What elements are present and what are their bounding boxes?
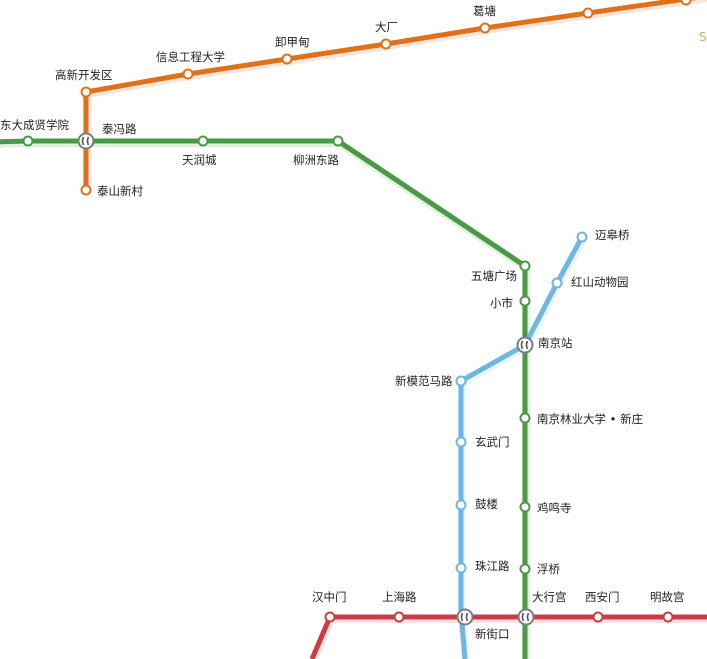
label-linye: 南京林业大学 • 新庄 — [537, 412, 643, 426]
station-dachang[interactable] — [380, 38, 392, 50]
station-maigao[interactable] — [576, 231, 588, 243]
label-taishan: 泰山新村 — [97, 184, 143, 198]
label-daxinggong: 大行宫 — [532, 590, 567, 604]
label-xiejiadian: 卸甲甸 — [275, 35, 310, 49]
station-gaoxin[interactable] — [80, 86, 92, 98]
label-xiaoshi: 小市 — [490, 296, 513, 310]
station-xuanwumen[interactable] — [455, 436, 467, 448]
label-xinjiekou: 新街口 — [475, 627, 510, 641]
label-maigao: 迈皋桥 — [595, 228, 630, 242]
label-jiming: 鸡鸣寺 — [537, 501, 572, 515]
label-shanghailu: 上海路 — [382, 590, 417, 604]
station-getang[interactable] — [479, 22, 491, 34]
station-xinxi[interactable] — [182, 68, 194, 80]
edge-hint-text: S — [699, 30, 707, 44]
station-xiejiadian[interactable] — [281, 53, 293, 65]
label-getang: 葛塘 — [473, 4, 496, 18]
label-xinxi: 信息工程大学 — [156, 50, 225, 64]
station-taishan[interactable] — [80, 184, 92, 196]
label-xianmen: 西安门 — [585, 590, 620, 604]
label-nanjingzhan: 南京站 — [538, 336, 573, 350]
interchange-icon[interactable] — [516, 336, 534, 354]
stations — [22, 0, 692, 623]
station-xianmen[interactable] — [592, 611, 604, 623]
label-tianrun: 天润城 — [182, 153, 217, 167]
label-hanzhongmen: 汉中门 — [312, 590, 347, 604]
label-hongshan: 红山动物园 — [571, 275, 629, 289]
label-xinmo: 新模范马路 — [395, 374, 453, 388]
label-fuqiao: 浮桥 — [537, 562, 560, 576]
interchange-icon[interactable] — [456, 608, 474, 626]
station-hongshan[interactable] — [551, 277, 563, 289]
label-liuzhou: 柳洲东路 — [293, 153, 339, 167]
station-unnamed-2[interactable] — [680, 0, 692, 6]
label-zhujiang: 珠江路 — [475, 559, 510, 573]
station-dongda[interactable] — [22, 135, 34, 147]
station-zhujiang[interactable] — [455, 562, 467, 574]
station-jiming[interactable] — [519, 501, 531, 513]
interchanges — [77, 132, 535, 626]
station-gulou[interactable] — [455, 499, 467, 511]
station-minggugong[interactable] — [662, 611, 674, 623]
line-red — [309, 614, 707, 659]
label-minggugong: 明故宫 — [650, 590, 685, 604]
label-gulou: 鼓楼 — [475, 497, 498, 511]
station-liuzhou[interactable] — [332, 135, 344, 147]
label-gaoxin: 高新开发区 — [55, 68, 113, 82]
interchange-icon[interactable] — [517, 608, 535, 626]
label-taifeng: 泰冯路 — [102, 122, 137, 136]
station-xinmo[interactable] — [455, 375, 467, 387]
label-dongda: 东大成贤学院 — [0, 118, 69, 132]
station-xiaoshi[interactable] — [519, 295, 531, 307]
station-tianrun[interactable] — [197, 135, 209, 147]
interchange-icon[interactable] — [77, 132, 95, 150]
label-xuanwumen: 玄武门 — [475, 435, 510, 449]
label-wutang: 五塘广场 — [471, 269, 517, 283]
station-shanghailu[interactable] — [393, 611, 405, 623]
station-fuqiao[interactable] — [519, 563, 531, 575]
station-hanzhongmen[interactable] — [324, 611, 336, 623]
station-wutang[interactable] — [519, 260, 531, 272]
station-unnamed-1[interactable] — [582, 7, 594, 19]
station-linye[interactable] — [519, 412, 531, 424]
station-labels: 高新开发区 信息工程大学 卸甲甸 大厂 葛塘 泰冯路 泰山新村 东大成贤学院 天… — [0, 4, 707, 641]
label-dachang: 大厂 — [375, 20, 398, 34]
